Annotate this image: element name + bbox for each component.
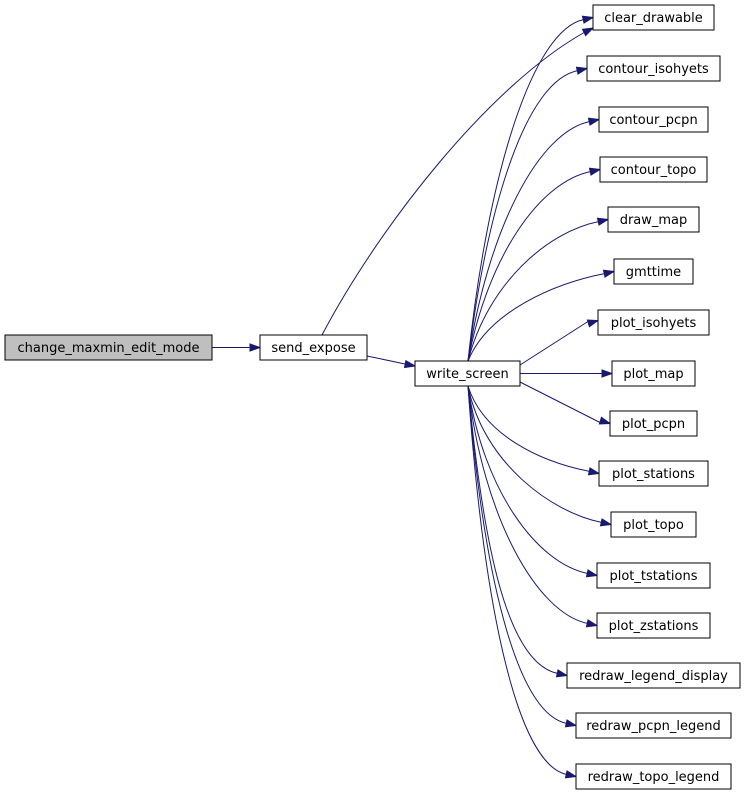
node-label: redraw_legend_display	[579, 669, 728, 684]
edge-arrowhead	[602, 269, 616, 278]
node-label: write_screen	[426, 367, 508, 382]
edge-line	[467, 385, 591, 472]
edge-line	[467, 273, 606, 362]
edge-arrowhead	[575, 66, 589, 75]
edge-change-maxmin-edit-mode-to-send-expose	[212, 343, 262, 352]
node-gmttime[interactable]: gmttime	[613, 258, 694, 285]
node-label: contour_isohyets	[598, 62, 709, 77]
edge-write-screen-to-contour-pcpn	[467, 117, 601, 362]
edge-arrowhead	[555, 669, 569, 678]
node-plot-isohyets[interactable]: plot_isohyets	[597, 309, 710, 336]
node-clear-drawable[interactable]: clear_drawable	[592, 4, 715, 31]
node-plot-map[interactable]: plot_map	[611, 360, 696, 387]
node-label: contour_topo	[611, 163, 697, 178]
node-contour-topo[interactable]: contour_topo	[599, 156, 708, 183]
edge-arrowhead	[249, 343, 262, 352]
node-label: contour_pcpn	[609, 113, 697, 128]
node-plot-pcpn[interactable]: plot_pcpn	[609, 410, 698, 437]
edge-arrowhead	[587, 117, 601, 126]
node-label: plot_map	[623, 367, 683, 382]
node-contour-pcpn[interactable]: contour_pcpn	[598, 106, 709, 133]
edge-arrowhead	[588, 167, 602, 176]
edge-arrowhead	[596, 217, 610, 226]
edge-write-screen-to-contour-topo	[467, 167, 602, 362]
edge-arrowhead	[599, 518, 613, 527]
edge-line	[467, 171, 592, 362]
node-redraw-topo-legend[interactable]: redraw_topo_legend	[575, 763, 732, 790]
node-label: redraw_pcpn_legend	[586, 719, 721, 734]
edge-line	[467, 19, 585, 362]
edge-write-screen-to-plot-map	[520, 369, 614, 378]
edge-layer	[212, 15, 616, 779]
node-label: send_expose	[271, 341, 355, 356]
node-label: draw_map	[620, 213, 688, 228]
edge-write-screen-to-gmttime	[467, 269, 616, 362]
edge-line	[467, 385, 589, 624]
edge-line	[366, 355, 406, 365]
edge-arrowhead	[601, 369, 614, 378]
edge-arrowhead	[587, 467, 601, 476]
node-plot-tstations[interactable]: plot_tstations	[596, 562, 711, 589]
node-label: redraw_topo_legend	[588, 770, 720, 785]
edge-write-screen-to-plot-stations	[467, 385, 601, 476]
edge-write-screen-to-redraw-pcpn-legend	[467, 385, 578, 728]
edge-line	[467, 385, 568, 775]
node-label: plot_pcpn	[622, 417, 685, 432]
edge-write-screen-to-redraw-topo-legend	[467, 385, 578, 779]
node-plot-topo[interactable]: plot_topo	[610, 511, 697, 538]
node-label: plot_topo	[623, 518, 684, 533]
node-label: clear_drawable	[604, 11, 703, 26]
edge-write-screen-to-plot-pcpn	[519, 381, 612, 425]
edge-line	[467, 121, 591, 362]
edge-write-screen-to-plot-zstations	[467, 385, 599, 628]
edge-arrowhead	[585, 569, 599, 578]
node-label: plot_tstations	[609, 569, 697, 584]
edge-arrowhead	[581, 15, 595, 24]
node-change-maxmin-edit-mode[interactable]: change_maxmin_edit_mode	[4, 334, 213, 361]
edge-arrowhead	[564, 770, 578, 779]
edge-send-expose-to-clear-drawable	[321, 27, 595, 336]
node-send-expose[interactable]: send_expose	[259, 334, 368, 361]
node-contour-isohyets[interactable]: contour_isohyets	[586, 55, 721, 82]
edge-arrowhead	[585, 619, 599, 628]
edge-arrowhead	[564, 719, 578, 728]
edge-arrowhead	[581, 27, 595, 37]
edge-write-screen-to-plot-topo	[467, 385, 613, 527]
node-draw-map[interactable]: draw_map	[607, 206, 700, 233]
edge-line	[467, 70, 579, 362]
node-label: plot_zstations	[609, 619, 699, 634]
node-write-screen[interactable]: write_screen	[414, 360, 521, 387]
edge-line	[467, 221, 600, 362]
node-label: plot_isohyets	[611, 316, 697, 331]
node-redraw-pcpn-legend[interactable]: redraw_pcpn_legend	[575, 712, 732, 739]
node-plot-zstations[interactable]: plot_zstations	[596, 612, 711, 639]
edge-write-screen-to-plot-isohyets	[519, 319, 600, 366]
edge-line	[467, 385, 568, 724]
edge-line	[467, 385, 559, 674]
edge-write-screen-to-clear-drawable	[467, 15, 595, 362]
edge-line	[467, 385, 589, 574]
node-layer: change_maxmin_edit_mode send_expose writ…	[4, 4, 741, 790]
edge-line	[467, 385, 603, 523]
edge-line	[519, 321, 589, 366]
edge-arrowhead	[403, 359, 417, 369]
edge-line	[321, 31, 586, 336]
node-redraw-legend-display[interactable]: redraw_legend_display	[566, 662, 741, 689]
node-plot-stations[interactable]: plot_stations	[598, 460, 709, 487]
edge-arrowhead	[586, 319, 600, 328]
edge-line	[519, 381, 601, 423]
node-label: plot_stations	[612, 467, 695, 482]
edge-write-screen-to-contour-isohyets	[467, 66, 589, 362]
edge-write-screen-to-plot-tstations	[467, 385, 599, 578]
edge-send-expose-to-write-screen	[366, 355, 417, 369]
edge-arrowhead	[598, 416, 612, 425]
edge-write-screen-to-redraw-legend-display	[467, 385, 569, 678]
node-label: gmttime	[626, 265, 681, 280]
node-label: change_maxmin_edit_mode	[17, 341, 199, 356]
edge-write-screen-to-draw-map	[467, 217, 610, 362]
